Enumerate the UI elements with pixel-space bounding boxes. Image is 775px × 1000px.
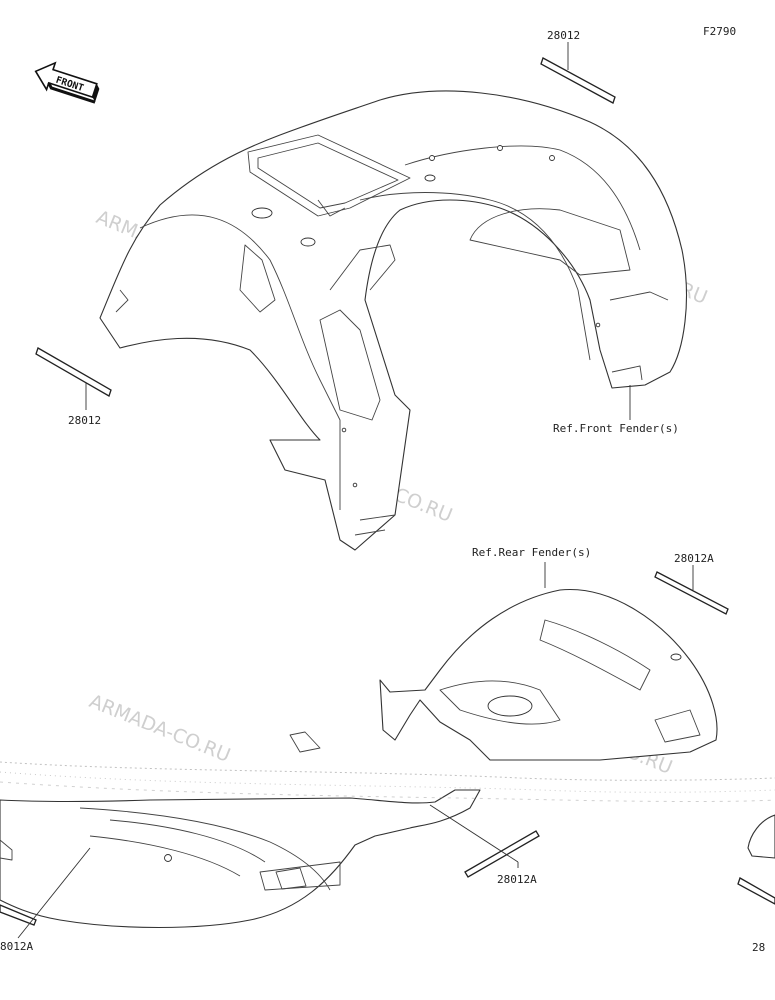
rear-fender-hole (487, 695, 533, 717)
decal-28012a-right[interactable]: 28012A (654, 552, 729, 615)
rear-fender-reference: Ref.Rear Fender(s) (472, 546, 591, 559)
front-fender-bolt (595, 322, 601, 328)
decal-28012a-bottom-left[interactable]: 8012A (0, 847, 91, 953)
part-number-28012a-bottom: 28012A (497, 873, 537, 886)
front-fender-bolt (352, 482, 358, 488)
rear-fender-bolt (164, 854, 172, 862)
decal-28012a-bottom-right[interactable]: 28 (737, 877, 775, 954)
figure-code: F2790 (703, 25, 736, 38)
decal-28012-top[interactable]: 28012 (540, 29, 616, 104)
rear-fender-bolt (670, 653, 682, 661)
decal-28012a-bottom[interactable]: 28012A (429, 804, 540, 886)
scan-noise-band (0, 761, 775, 802)
front-fender-mount-hole (424, 174, 436, 182)
front-fender-mount-hole (300, 237, 316, 247)
rear-fender-illustration (0, 588, 775, 929)
front-fender-bolt (429, 155, 435, 161)
decal-28012-left[interactable]: 28012 (35, 347, 112, 427)
front-fender-reference: Ref.Front Fender(s) (553, 422, 679, 435)
part-number-28012a-right: 28012A (674, 552, 714, 565)
front-fender-illustration (99, 90, 687, 551)
part-number-28012-left: 28012 (68, 414, 101, 427)
front-fender-bolt (497, 145, 503, 151)
part-number-28012a-bottom-left: 8012A (0, 940, 33, 953)
part-number-28012a-bottom-right: 28 (752, 941, 765, 954)
watermark-lower-left: ARMADA-CO.RU (86, 690, 233, 767)
part-number-28012-top: 28012 (547, 29, 580, 42)
front-fender-bolt (549, 155, 555, 161)
front-direction-arrow: FRONT (34, 61, 100, 104)
front-fender-bolt (341, 427, 347, 433)
front-fender-mount-hole (251, 207, 273, 219)
